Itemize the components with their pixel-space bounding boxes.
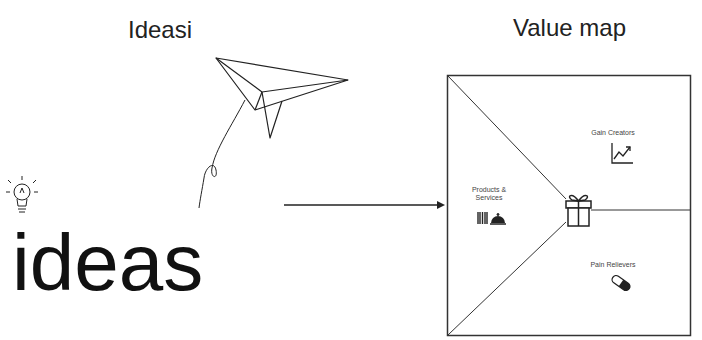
- pill-icon: [611, 274, 632, 292]
- section-label: Products & Services: [467, 186, 511, 203]
- section-heading: Value map: [447, 14, 692, 43]
- handwritten-word: ideas: [12, 215, 203, 311]
- value-map-canvas: [448, 76, 691, 336]
- canvas-section: Gain Creators: [587, 129, 639, 141]
- barcode-bell-icon: [478, 212, 506, 224]
- idea-group: Ideasi ideas: [0, 10, 280, 330]
- flow-arrow: [284, 201, 445, 209]
- section-heading: Ideasi: [112, 16, 208, 45]
- value-map: Products & Services Gain CreatorsPain Rel…: [447, 10, 692, 337]
- gift-icon: [566, 196, 591, 226]
- canvas-section: Pain Relievers: [587, 261, 639, 273]
- section-label: Pain Relievers: [587, 261, 639, 269]
- lightbulb-icon: [6, 176, 38, 212]
- chart-icon: [612, 143, 633, 163]
- section-label: Gain Creators: [587, 129, 639, 137]
- paper-plane: [199, 58, 348, 208]
- canvas-section: Products & Services: [467, 186, 511, 206]
